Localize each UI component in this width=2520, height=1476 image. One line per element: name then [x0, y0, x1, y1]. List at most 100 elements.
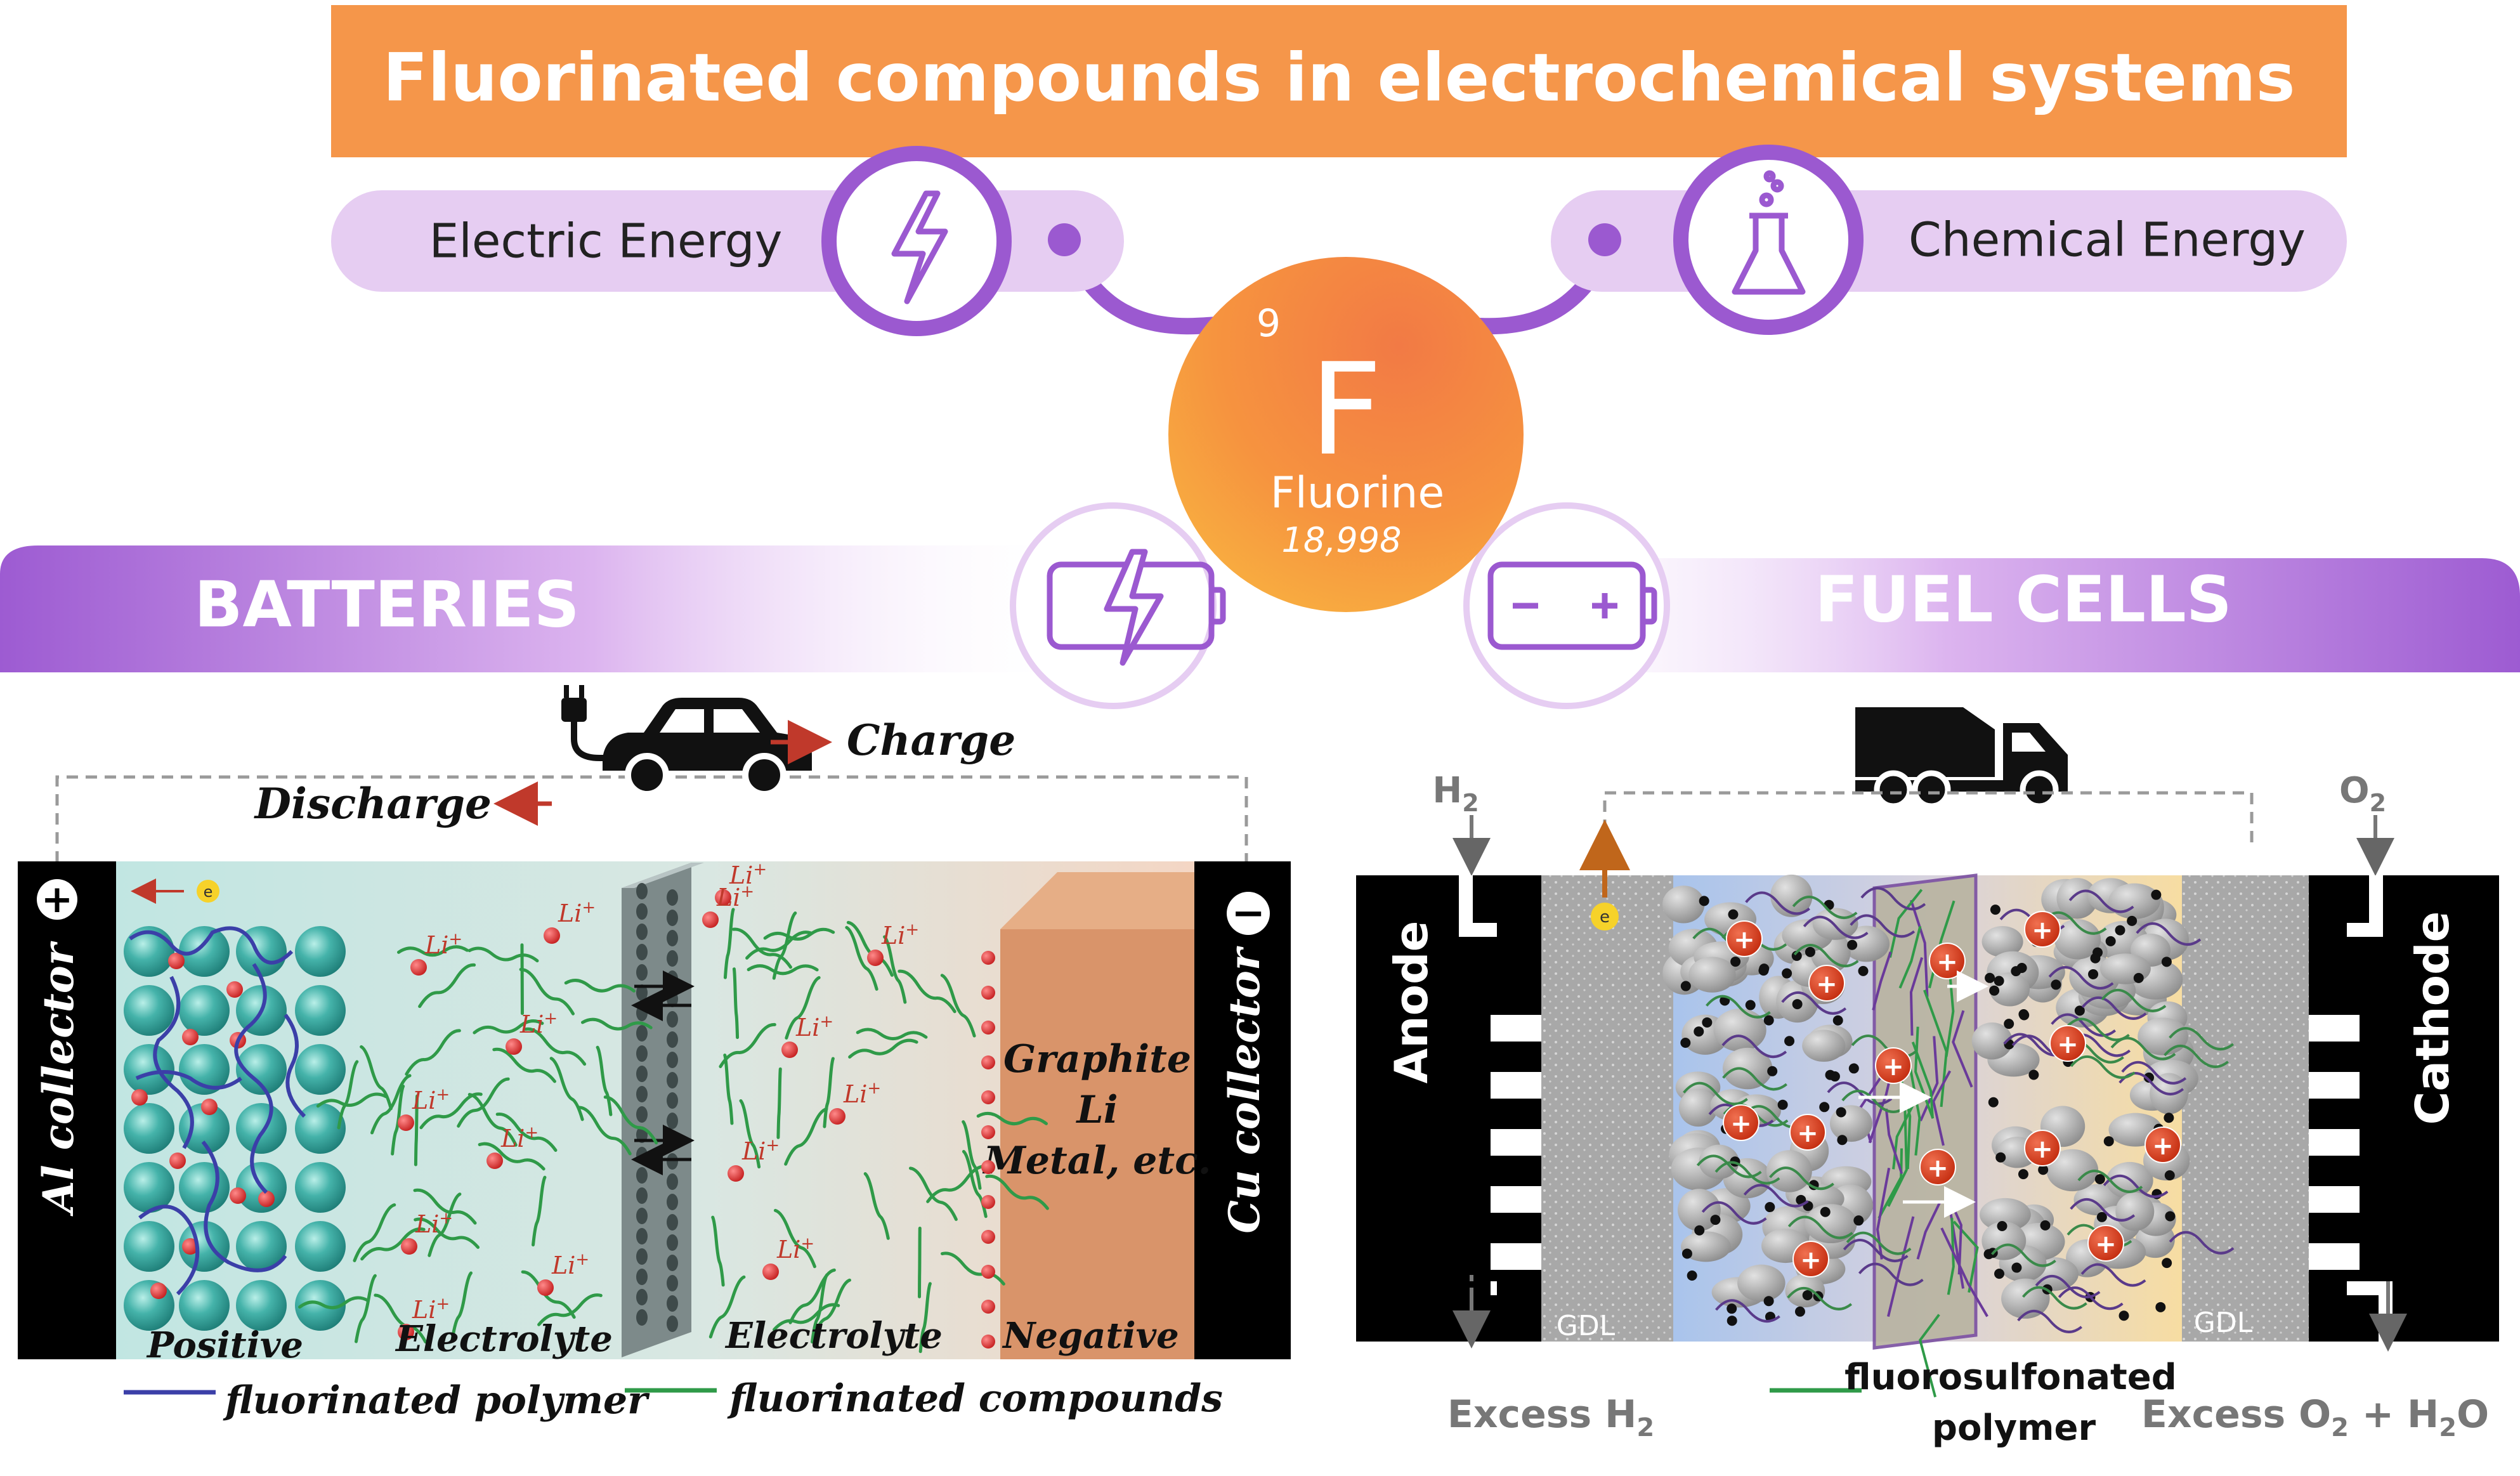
- flask-icon: [1732, 170, 1806, 295]
- fluorinated-compound: [418, 963, 476, 1009]
- platinum-catalyst: [2074, 1005, 2085, 1016]
- platinum-catalyst: [1763, 1296, 1774, 1307]
- fuel-battery-circle: [1463, 502, 1670, 709]
- platinum-catalyst: [2038, 1165, 2049, 1175]
- fluorinated-compound: [370, 1074, 412, 1135]
- separator-pore: [667, 1173, 678, 1190]
- truck-icon: [1855, 707, 2068, 809]
- fluorinated-compound: [492, 1047, 556, 1083]
- proton: [1808, 965, 1845, 1002]
- proton-sign: +: [1927, 1154, 1949, 1183]
- electric-energy-label: Electric Energy: [429, 214, 783, 269]
- fluorinated-compound: [772, 911, 797, 980]
- ionomer-strand: [1803, 915, 1869, 939]
- li-ion: [398, 1114, 414, 1131]
- ionomer-strand: [1787, 1215, 1853, 1239]
- separator-pore: [667, 1316, 678, 1332]
- li-interface-dot: [981, 1300, 995, 1314]
- fluorinated-compound: [918, 1282, 932, 1354]
- fluorosulfonated-legend-line1: fluorosulfonated: [1844, 1357, 2177, 1398]
- li-ion: [398, 1324, 414, 1340]
- cathode-label: Cathode: [2406, 911, 2459, 1125]
- carbon-support: [1812, 908, 1858, 940]
- ionomer-strand: [1714, 1161, 1780, 1185]
- cathode-particle: [124, 1221, 174, 1272]
- platinum-catalyst: [2133, 972, 2144, 983]
- fluorinated-compound: [360, 1045, 393, 1111]
- electrolyte-right-label: Electrolyte: [724, 1315, 943, 1357]
- separator-pore: [636, 924, 648, 940]
- proton: [2024, 1130, 2061, 1166]
- platinum-catalyst: [1745, 1000, 1756, 1010]
- li-interface-dot: [981, 1021, 995, 1035]
- carbon-support: [1713, 1009, 1766, 1052]
- platinum-catalyst: [1763, 1015, 1774, 1026]
- platinum-catalyst: [2096, 1211, 2107, 1222]
- fluorinated-compound: [848, 1038, 918, 1059]
- fluorinated-compound: [898, 969, 956, 1014]
- al-collector-label: Al collector: [34, 941, 83, 1217]
- h2-label: H2: [1432, 770, 1479, 817]
- separator-pore: [667, 1052, 678, 1068]
- separator-pore: [636, 1106, 648, 1123]
- proton: [2087, 1225, 2124, 1262]
- fluorinated-compound: [532, 1175, 547, 1247]
- proton: [2049, 1025, 2086, 1062]
- proton: [1726, 920, 1763, 957]
- fuel-electron-dot: [1591, 903, 1619, 931]
- carbon-support: [1979, 1198, 2031, 1232]
- li-ion-label: Li+: [500, 1123, 539, 1153]
- fuel-cells-banner: [1478, 558, 2520, 672]
- platinum-catalyst: [2165, 1211, 2176, 1222]
- electric-dot: [1048, 223, 1081, 256]
- negative-terminal: [1227, 892, 1270, 935]
- polymer-chain: [1898, 925, 1922, 989]
- proton-sign: +: [1733, 925, 1755, 955]
- flask-circle: [1673, 145, 1864, 335]
- cathode-particle: [179, 1044, 230, 1095]
- carbon-support: [1678, 1189, 1721, 1231]
- carbon-support: [1737, 1264, 1786, 1302]
- li-interface-dot: [981, 1055, 995, 1069]
- cathode-plate: [2309, 875, 2499, 1342]
- negative-electrode: [1000, 872, 1194, 1359]
- platinum-catalyst: [1782, 968, 1792, 979]
- carbon-support: [1678, 1088, 1718, 1127]
- separator-pore: [667, 1214, 678, 1231]
- fluorinated-compound-molecules: [298, 908, 1049, 1354]
- platinum-catalyst: [1765, 1202, 1775, 1213]
- anode-channel: [1491, 1129, 1541, 1156]
- fluorinated-compound: [519, 967, 575, 1016]
- cathode-particle: [179, 926, 230, 977]
- separator-pore: [667, 1113, 678, 1129]
- page-title: Fluorinated compounds in electrochemical…: [383, 39, 2295, 116]
- anode-material-line3: Metal, etc.: [982, 1139, 1211, 1183]
- platinum-catalyst: [2127, 915, 2138, 926]
- proton-sign: +: [1730, 1109, 1752, 1139]
- ionomer-strand: [1846, 1231, 1912, 1255]
- platinum-catalyst: [2051, 979, 2061, 990]
- excess-o2-h2o-label: Excess O2 + H2O: [2141, 1392, 2489, 1442]
- cathode-particle: [124, 1162, 174, 1213]
- separator-pore: [636, 1066, 648, 1082]
- carbon-support: [1688, 957, 1736, 993]
- platinum-catalyst: [2016, 962, 2027, 973]
- ionomer-strand: [2101, 989, 2167, 1012]
- polymer-chain: [1872, 951, 1892, 1011]
- fluorinated-compound: [856, 1028, 928, 1040]
- platinum-catalyst: [1699, 896, 1709, 906]
- separator-pore: [636, 1005, 648, 1021]
- ionomer-strand: [1743, 1184, 1809, 1208]
- polymer-chain: [1907, 1059, 1921, 1156]
- fluorinated-compound: [596, 1045, 613, 1116]
- polymer-chain: [1887, 1108, 1908, 1207]
- separator-pore: [636, 1309, 648, 1326]
- polymer-legend-label: fluorinated polymer: [223, 1378, 650, 1423]
- ionomer-strand: [2070, 1198, 2136, 1222]
- li-ions: Li+Li+Li+Li+Li+Li+Li+Li+Li+Li+Li+Li+Li+L…: [398, 860, 919, 1340]
- polymer-chain: [1952, 1010, 1973, 1088]
- fluorinated-compound: [316, 1092, 388, 1108]
- li-ion: [537, 1279, 554, 1296]
- polymer-chain: [1940, 1227, 1988, 1317]
- platinum-catalyst: [1837, 1135, 1848, 1146]
